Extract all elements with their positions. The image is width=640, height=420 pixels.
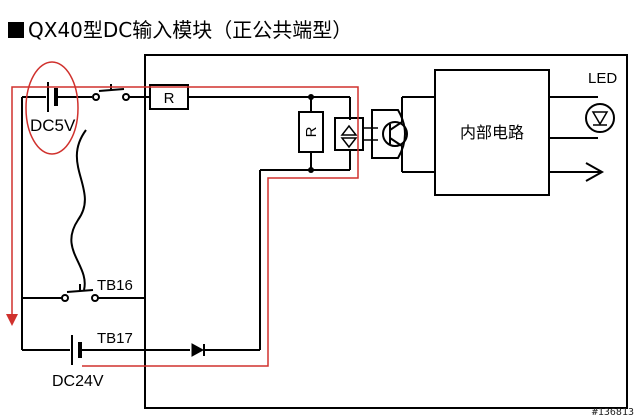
dc5v-label: DC5V <box>30 116 76 135</box>
dc24v-label: DC24V <box>52 373 104 390</box>
internal-circuit-block <box>434 69 550 196</box>
title-text: QX40型DC输入模块（正公共端型） <box>28 18 353 42</box>
led-icon <box>585 103 615 133</box>
opto-transistor-collector <box>389 121 403 131</box>
internal-circuit-label: 内部电路 <box>460 123 524 142</box>
annotation-ellipse-dc5v <box>25 61 79 155</box>
switch-tb16-contact-left <box>61 294 69 302</box>
switch-top-contact-right <box>122 93 130 101</box>
opto-led-up-icon <box>340 124 358 136</box>
opto-transistor-housing <box>371 109 406 159</box>
output-arrow-icon <box>585 162 605 182</box>
opto-led-down-icon <box>340 137 358 149</box>
opto-transistor-icon <box>382 121 408 147</box>
led-diode-icon <box>591 111 609 126</box>
highlight-current-path <box>11 86 359 367</box>
resistor-series <box>149 84 189 110</box>
page-title: QX40型DC输入模块（正公共端型） <box>8 14 352 43</box>
tb16-label: TB16 <box>97 277 133 294</box>
switch-tb16-contact-right <box>91 294 99 302</box>
resistor-shunt-label: R <box>303 126 320 137</box>
title-square-icon <box>8 22 24 38</box>
highlight-arrow-icon <box>6 314 18 326</box>
resistor-series-label: R <box>164 90 175 107</box>
tb17-label: TB17 <box>97 330 133 347</box>
optocoupler-input <box>334 117 364 151</box>
opto-transistor-emitter <box>389 137 403 147</box>
input-diode-icon <box>191 343 205 357</box>
led-label: LED <box>588 70 617 87</box>
module-boundary <box>144 54 628 409</box>
switch-top-contact-left <box>92 93 100 101</box>
watermark: #136813 <box>591 407 634 418</box>
mechanical-linkage <box>70 129 87 291</box>
